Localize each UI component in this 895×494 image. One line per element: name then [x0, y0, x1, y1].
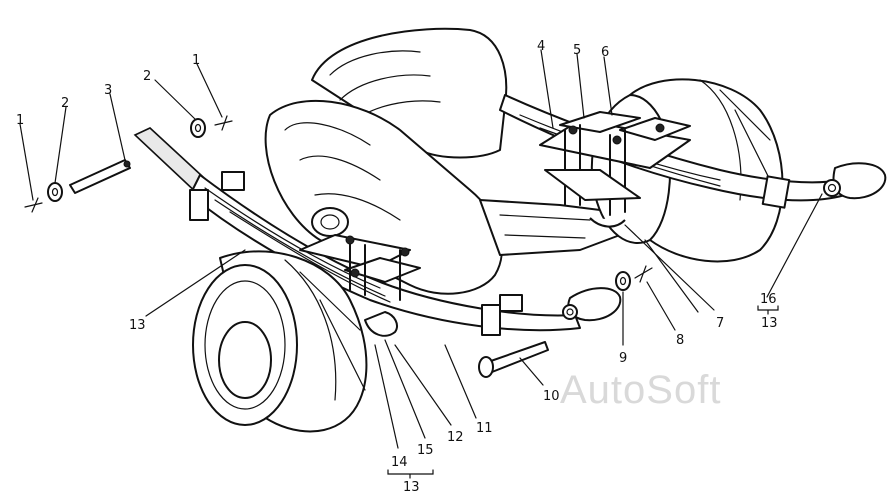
differential-housing: [264, 27, 621, 295]
callout-16: 16: [760, 292, 777, 307]
callout-2b: 2: [143, 69, 151, 84]
callout-10: 10: [543, 389, 560, 404]
left-ubolt-clamp: [299, 234, 421, 337]
callout-1b: 1: [192, 53, 200, 68]
callout-15: 15: [417, 443, 434, 458]
callout-3: 3: [104, 83, 112, 98]
callout-8: 8: [676, 333, 684, 348]
callout-11: 11: [476, 421, 493, 436]
callout-4: 4: [537, 39, 545, 54]
callout-9: 9: [619, 351, 627, 366]
callout-14: 14: [391, 455, 408, 470]
callout-1a: 1: [16, 113, 24, 128]
leader-lines: [19, 49, 823, 449]
callout-12: 12: [447, 430, 464, 445]
callout-13a: 13: [129, 318, 146, 333]
right-spring-pin-parts: [478, 265, 653, 378]
group-brackets: [387, 305, 779, 479]
callout-13b: 13: [403, 480, 420, 494]
callout-5: 5: [573, 43, 581, 58]
right-ubolt-clamp: [539, 111, 691, 228]
callout-7: 7: [716, 316, 724, 331]
callout-13c: 13: [761, 316, 778, 331]
left-wheel-drum: [192, 250, 368, 433]
callout-2a: 2: [61, 96, 69, 111]
callout-labels: 1 2 3 2 1 4 5 6 7 8 9 10 11 12 13 14 15 …: [16, 39, 778, 494]
left-leaf-spring: [133, 127, 622, 336]
callout-6: 6: [601, 45, 609, 60]
left-spring-pin-parts: [24, 115, 233, 213]
watermark-text: AutoSoft: [560, 368, 721, 412]
